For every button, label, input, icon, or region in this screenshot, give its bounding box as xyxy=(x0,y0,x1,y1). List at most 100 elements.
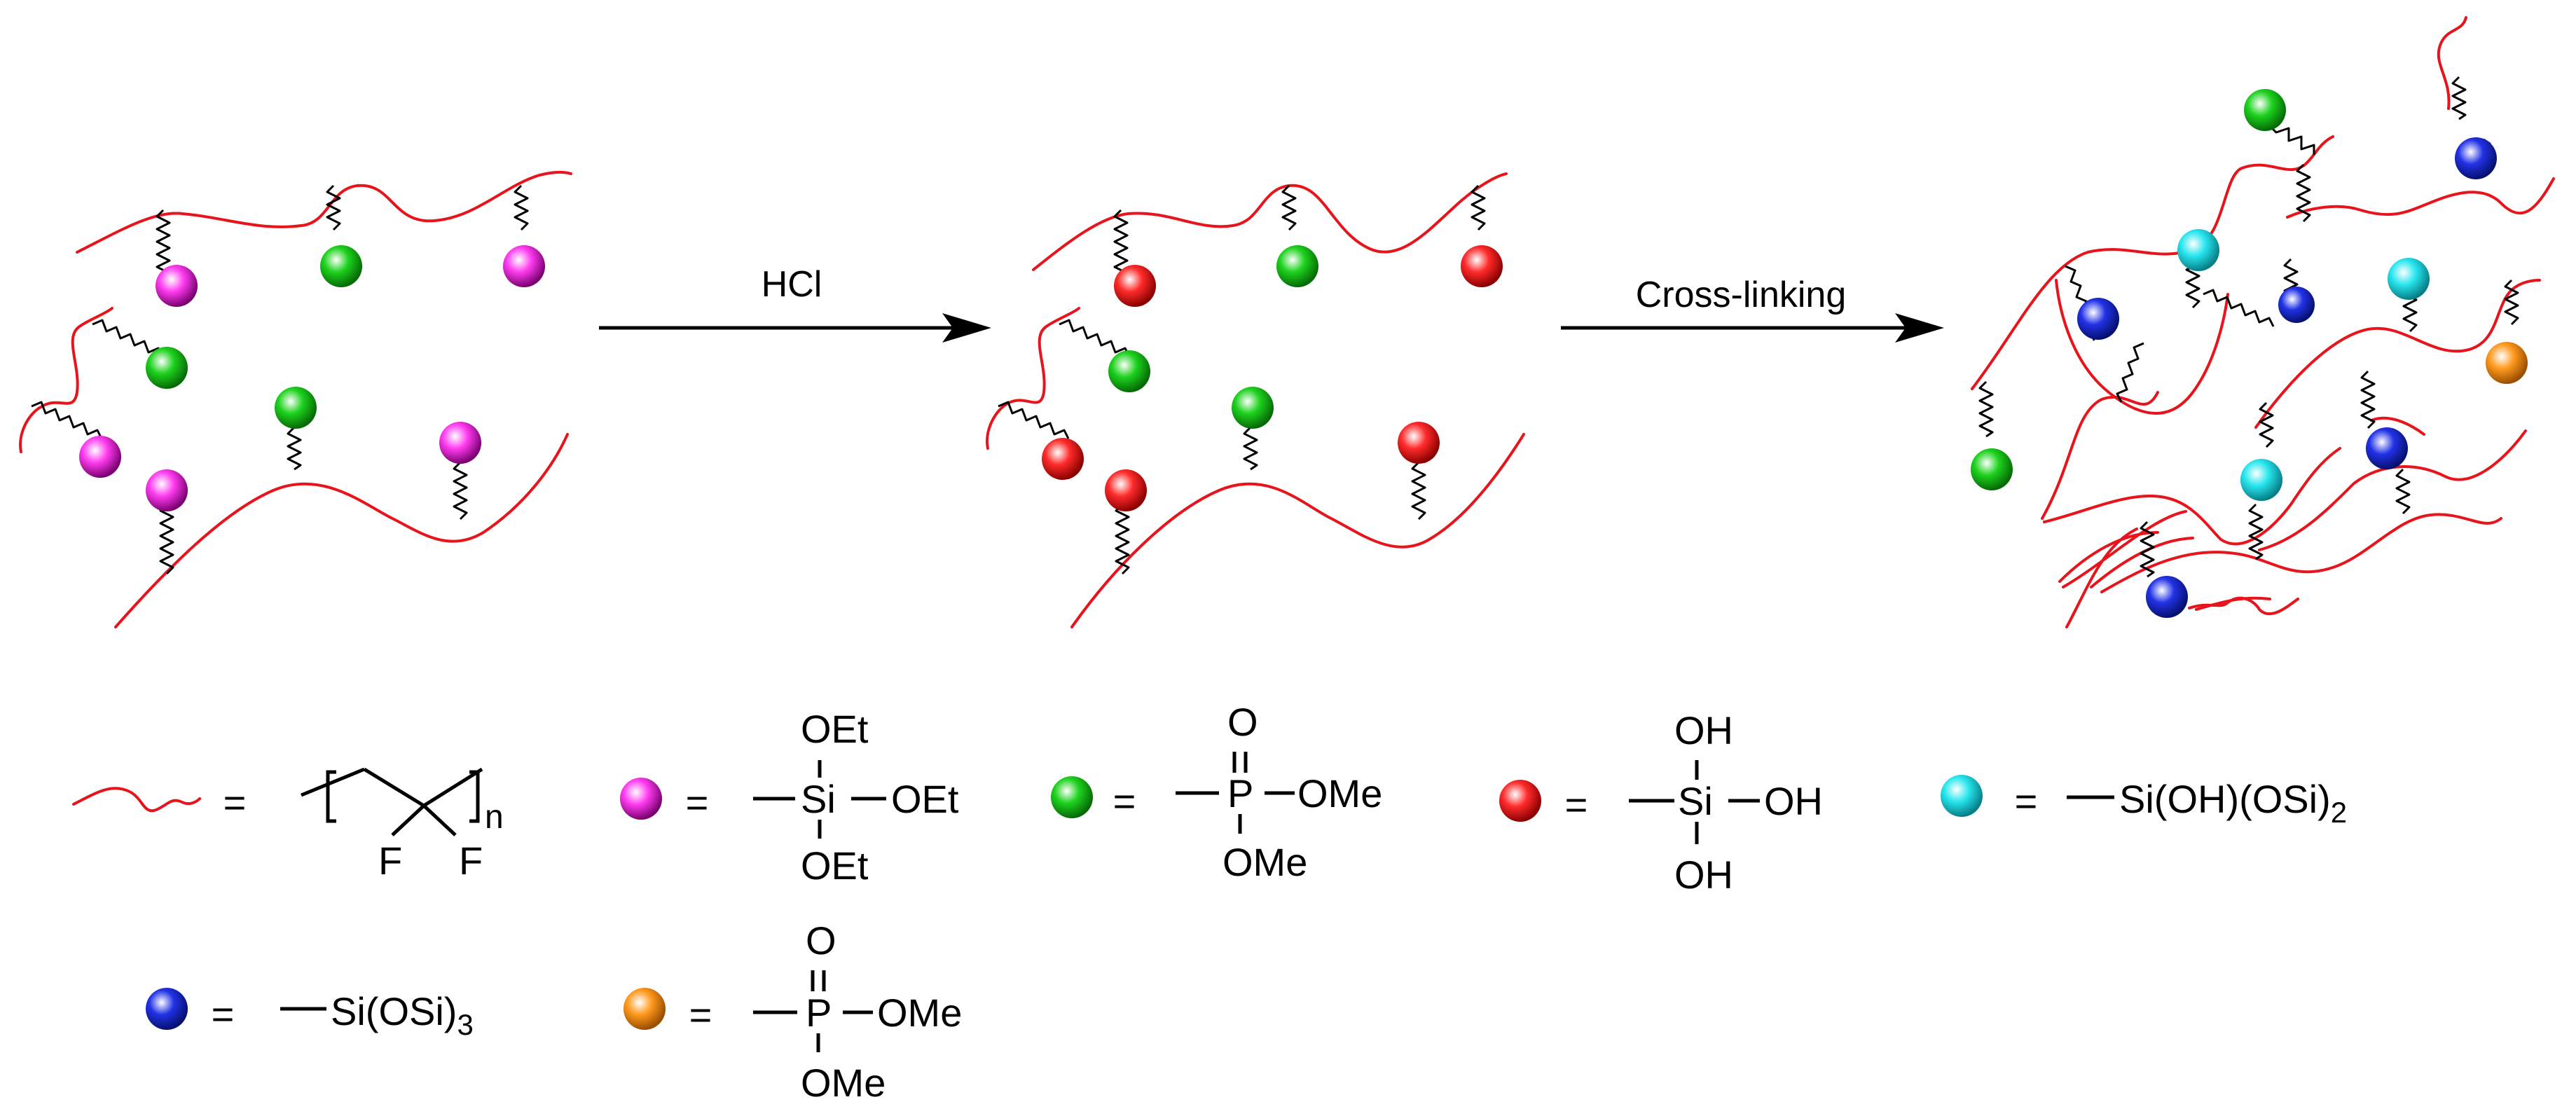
polymer-chain xyxy=(2437,16,2467,110)
bond xyxy=(422,767,483,808)
polymer-chain xyxy=(2370,416,2425,436)
legend-item-blue: = Si(OSi)3 xyxy=(146,988,474,1041)
arrow-label: HCl xyxy=(762,264,822,305)
polymer-chain xyxy=(2058,531,2159,583)
legend-item-cyan: = Si(OH)(OSi)2 xyxy=(1941,775,2347,829)
sphere-red xyxy=(1461,245,1503,287)
sphere-green xyxy=(1232,387,1274,429)
formula-main: Si(OH)(OSi) xyxy=(2119,777,2331,821)
linker xyxy=(2203,289,2275,327)
substituent-top: OH xyxy=(1674,708,1733,752)
linker xyxy=(2116,342,2144,403)
linker xyxy=(2140,521,2155,578)
sphere-cyan xyxy=(2177,229,2219,271)
linker xyxy=(1281,184,1297,231)
substituent-right: OMe xyxy=(1297,771,1382,815)
linker xyxy=(2259,401,2274,448)
formula: Si(OH)(OSi)2 xyxy=(2119,777,2347,829)
sphere-green xyxy=(1108,350,1150,392)
linker xyxy=(2395,468,2411,515)
linker xyxy=(2268,125,2315,155)
sphere-blue xyxy=(146,988,188,1030)
formula-main: Si(OSi) xyxy=(331,989,457,1033)
linker xyxy=(159,503,174,575)
legend-item-red: = Si OH OH OH xyxy=(1499,708,1823,897)
substituent-bottom: OEt xyxy=(801,843,869,888)
sphere-green xyxy=(1276,245,1318,287)
equals-sign: = xyxy=(212,992,235,1036)
sphere-cyan xyxy=(2240,459,2282,501)
linker xyxy=(1470,184,1486,231)
atom-f: F xyxy=(459,839,483,883)
sphere-blue xyxy=(2366,427,2408,469)
arrowhead xyxy=(1895,313,1944,343)
sphere-red xyxy=(1499,780,1541,822)
formula-subscript: 2 xyxy=(2331,796,2347,829)
sphere-magenta xyxy=(620,778,662,820)
polymer-chain xyxy=(2041,391,2159,520)
arrow-hcl: HCl xyxy=(599,264,991,343)
sphere-magenta xyxy=(156,265,198,307)
linker xyxy=(2360,370,2376,429)
sphere-green xyxy=(320,245,362,287)
sphere-green xyxy=(275,387,317,429)
arrow-label: Cross-linking xyxy=(1636,275,1847,315)
substituent-bottom: OMe xyxy=(1222,840,1307,884)
polymer-chain xyxy=(1070,433,1525,628)
arrow-cross-linking: Cross-linking xyxy=(1561,275,1944,343)
sphere-green xyxy=(146,347,188,389)
sphere-blue xyxy=(2455,137,2497,179)
polymer-chain xyxy=(2286,177,2555,219)
polymer-chain xyxy=(986,307,1080,450)
bond xyxy=(422,804,457,836)
linker xyxy=(1243,426,1258,471)
linker xyxy=(31,401,103,439)
panel-crosslinked-network xyxy=(1971,16,2555,628)
linker xyxy=(1978,380,1994,438)
linker xyxy=(156,209,171,281)
legend-item-green: = P O OMe OMe xyxy=(1051,700,1382,884)
substituent-top: O xyxy=(806,918,836,963)
linker xyxy=(1059,319,1131,357)
legend-item-magenta: = Si OEt OEt OEt xyxy=(620,707,959,888)
sphere-cyan xyxy=(2388,258,2430,300)
polymer-chain xyxy=(19,307,113,453)
legend-item-orange: = P O OMe OMe xyxy=(624,918,962,1105)
pvdf-repeat-unit-structure: n F F xyxy=(301,767,504,883)
linker xyxy=(1115,503,1130,575)
sphere-red xyxy=(1042,438,1084,480)
atom-center: Si xyxy=(1678,779,1713,823)
sphere-magenta xyxy=(439,422,481,464)
atom-f: F xyxy=(378,839,402,883)
panel-hydrolyzed-copolymer xyxy=(986,172,1525,628)
linker xyxy=(1411,461,1426,521)
sphere-red xyxy=(1105,469,1147,511)
equals-sign: = xyxy=(2015,779,2038,823)
linker xyxy=(2504,279,2519,326)
polymer-chain xyxy=(2254,279,2541,429)
equals-sign: = xyxy=(686,780,709,825)
substituent-top: OEt xyxy=(801,707,869,751)
polymer-chain xyxy=(1971,135,2334,390)
polymer-chain xyxy=(114,433,569,628)
equals-sign: = xyxy=(689,993,712,1037)
polymer-chain xyxy=(76,170,572,254)
subscript-n: n xyxy=(485,799,504,836)
bond xyxy=(363,767,425,808)
legend: = n F F = Si OEt OEt xyxy=(72,700,2347,1105)
equals-sign: = xyxy=(1113,779,1136,823)
sphere-magenta xyxy=(146,469,188,511)
bracket-left xyxy=(326,770,336,823)
polymer-chain xyxy=(2188,596,2299,616)
substituent-right: OMe xyxy=(877,991,962,1035)
linker xyxy=(287,426,302,471)
sphere-red xyxy=(1114,265,1156,307)
linker xyxy=(998,401,1070,439)
linker xyxy=(514,184,529,231)
sphere-magenta xyxy=(79,436,121,478)
linker xyxy=(2296,163,2311,223)
polymer-chain xyxy=(2055,279,2229,415)
sphere-blue xyxy=(2278,287,2315,323)
bond xyxy=(391,804,425,836)
